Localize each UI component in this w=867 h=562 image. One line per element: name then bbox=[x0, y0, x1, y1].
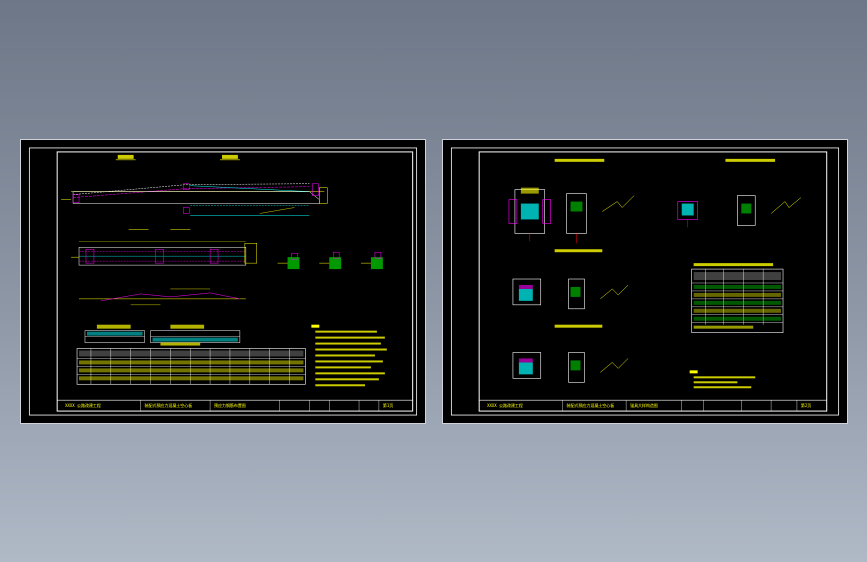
anchor-detail-b bbox=[677, 195, 802, 228]
title-block: XXXX 公路改建工程 装配式预应力混凝土空心板 预应力钢筋布置图 第1页 bbox=[57, 399, 413, 412]
drawing-sheet-right[interactable]: XXXX 公路改建工程 装配式预应力混凝土空心板 锚具大样构造图 第2页 bbox=[442, 139, 848, 424]
title-block-drawing-name: 锚具大样构造图 bbox=[630, 403, 658, 408]
anchor-detail-c bbox=[512, 278, 629, 310]
beam-elevation bbox=[61, 183, 328, 216]
section-label bbox=[222, 154, 238, 159]
drawing-canvas-left: XXXX 公路改建工程 装配式预应力混凝土空心板 预应力钢筋布置图 第1页 bbox=[28, 147, 418, 416]
anchor-table bbox=[691, 263, 784, 333]
anchor-details bbox=[277, 251, 383, 270]
notes-block bbox=[311, 324, 387, 387]
inner-frame bbox=[28, 147, 418, 416]
title-block-project: XXXX 公路改建工程 bbox=[487, 403, 523, 408]
title-block-drawing-title: 装配式预应力混凝土空心板 bbox=[567, 403, 615, 408]
quantity-table bbox=[76, 342, 306, 385]
anchor-detail-a bbox=[508, 187, 635, 244]
drawing-border bbox=[56, 151, 414, 412]
title-block: XXXX 公路改建工程 装配式预应力混凝土空心板 锚具大样构造图 第2页 bbox=[479, 399, 827, 412]
title-block-drawing-title: 装配式预应力混凝土空心板 bbox=[145, 403, 193, 408]
beam-plan bbox=[71, 241, 258, 266]
inner-frame bbox=[450, 147, 840, 416]
notes-block bbox=[689, 370, 756, 389]
title-block-project: XXXX 公路改建工程 bbox=[65, 403, 101, 408]
drawing-border bbox=[478, 151, 828, 412]
anchor-detail-d bbox=[512, 352, 629, 383]
title-block-sheet-no: 第2页 bbox=[801, 403, 811, 408]
strand-table bbox=[84, 324, 241, 343]
title-block-sheet-no: 第1页 bbox=[383, 403, 393, 408]
drawing-sheet-left[interactable]: XXXX 公路改建工程 装配式预应力混凝土空心板 预应力钢筋布置图 第1页 bbox=[20, 139, 426, 424]
title-block-drawing-name: 预应力钢筋布置图 bbox=[214, 403, 246, 408]
strand-profile bbox=[79, 288, 246, 306]
drawing-canvas-right: XXXX 公路改建工程 装配式预应力混凝土空心板 锚具大样构造图 第2页 bbox=[450, 147, 840, 416]
section-label bbox=[117, 154, 134, 159]
